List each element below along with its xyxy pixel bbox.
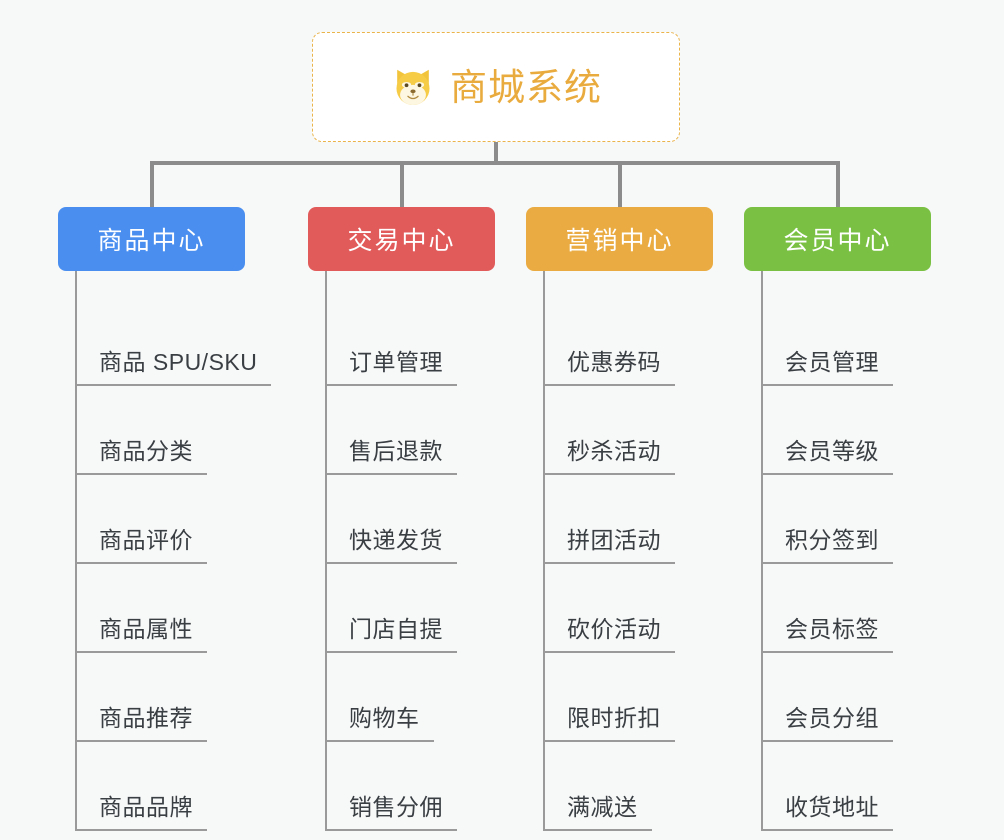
branch-header-label-3: 营销中心 [565, 227, 674, 255]
leaf-list-2: 订单管理 售后退款 快递发货 门店自提 购物车 销售分佣 [308, 271, 495, 831]
branch-spine-3 [543, 271, 545, 831]
leaf-label: 优惠券码 [543, 349, 675, 386]
branch-column-1: 商品中心 商品 SPU/SKU 商品分类 商品评价 商品属性 商品推荐 商品品牌 [58, 207, 272, 831]
leaf-item[interactable]: 砍价活动 [526, 564, 713, 653]
leaf-label: 满减送 [543, 794, 652, 831]
leaf-list-1: 商品 SPU/SKU 商品分类 商品评价 商品属性 商品推荐 商品品牌 [58, 271, 272, 831]
leaf-item[interactable]: 门店自提 [308, 564, 495, 653]
leaf-item[interactable]: 积分签到 [744, 475, 931, 564]
leaf-label: 会员管理 [761, 349, 893, 386]
connector-horizontal-bus [150, 161, 840, 165]
branch-header-label-1: 商品中心 [97, 227, 206, 255]
branch-header-label-2: 交易中心 [347, 227, 456, 255]
leaf-label: 砍价活动 [543, 616, 675, 653]
leaf-item[interactable]: 秒杀活动 [526, 386, 713, 475]
leaf-label: 秒杀活动 [543, 438, 675, 475]
leaf-label: 商品属性 [75, 616, 207, 653]
leaf-label: 限时折扣 [543, 705, 675, 742]
leaf-label: 快递发货 [325, 527, 457, 564]
branch-spine-4 [761, 271, 763, 831]
connector-root-stem [494, 142, 498, 164]
leaf-item[interactable]: 商品评价 [58, 475, 271, 564]
branch-header-4[interactable]: 会员中心 [744, 207, 931, 271]
leaf-item[interactable]: 商品推荐 [58, 653, 271, 742]
leaf-item[interactable]: 售后退款 [308, 386, 495, 475]
branch-spine-2 [325, 271, 327, 831]
branch-column-4: 会员中心 会员管理 会员等级 积分签到 会员标签 会员分组 收货地址 [744, 207, 931, 831]
leaf-label: 会员标签 [761, 616, 893, 653]
leaf-label: 会员等级 [761, 438, 893, 475]
root-title: 商城系统 [450, 66, 602, 108]
leaf-item[interactable]: 商品品牌 [58, 742, 271, 831]
connector-drop-2 [400, 161, 404, 209]
leaf-label: 购物车 [325, 705, 434, 742]
leaf-label: 订单管理 [325, 349, 457, 386]
leaf-list-3: 优惠券码 秒杀活动 拼团活动 砍价活动 限时折扣 满减送 [526, 271, 713, 831]
root-node[interactable]: 商城系统 [312, 32, 680, 142]
leaf-item[interactable]: 优惠券码 [526, 297, 713, 386]
leaf-label: 积分签到 [761, 527, 893, 564]
branch-header-2[interactable]: 交易中心 [308, 207, 495, 271]
leaf-item[interactable]: 快递发货 [308, 475, 495, 564]
branch-spine-1 [75, 271, 77, 831]
leaf-item[interactable]: 满减送 [526, 742, 713, 831]
branch-header-1[interactable]: 商品中心 [58, 207, 245, 271]
leaf-label: 商品推荐 [75, 705, 207, 742]
leaf-list-4: 会员管理 会员等级 积分签到 会员标签 会员分组 收货地址 [744, 271, 931, 831]
leaf-label: 商品评价 [75, 527, 207, 564]
leaf-item[interactable]: 收货地址 [744, 742, 931, 831]
leaf-item[interactable]: 订单管理 [308, 297, 495, 386]
leaf-item[interactable]: 会员等级 [744, 386, 931, 475]
connector-drop-1 [150, 161, 154, 209]
leaf-label: 收货地址 [761, 794, 893, 831]
connector-drop-4 [836, 161, 840, 209]
leaf-item[interactable]: 会员管理 [744, 297, 931, 386]
branch-column-2: 交易中心 订单管理 售后退款 快递发货 门店自提 购物车 销售分佣 [308, 207, 495, 831]
leaf-label: 商品 SPU/SKU [75, 349, 272, 386]
leaf-label: 拼团活动 [543, 527, 675, 564]
connector-drop-3 [618, 161, 622, 209]
leaf-label: 门店自提 [325, 616, 457, 653]
dog-face-emoji-icon [390, 64, 436, 110]
branch-header-label-4: 会员中心 [783, 227, 892, 255]
leaf-item[interactable]: 商品 SPU/SKU [58, 297, 272, 386]
leaf-label: 商品分类 [75, 438, 207, 475]
leaf-item[interactable]: 商品分类 [58, 386, 271, 475]
leaf-item[interactable]: 拼团活动 [526, 475, 713, 564]
leaf-label: 售后退款 [325, 438, 457, 475]
leaf-label: 会员分组 [761, 705, 893, 742]
leaf-label: 销售分佣 [325, 794, 457, 831]
leaf-item[interactable]: 限时折扣 [526, 653, 713, 742]
branch-header-3[interactable]: 营销中心 [526, 207, 713, 271]
branch-column-3: 营销中心 优惠券码 秒杀活动 拼团活动 砍价活动 限时折扣 满减送 [526, 207, 713, 831]
leaf-item[interactable]: 会员标签 [744, 564, 931, 653]
leaf-item[interactable]: 商品属性 [58, 564, 271, 653]
leaf-item[interactable]: 购物车 [308, 653, 495, 742]
leaf-label: 商品品牌 [75, 794, 207, 831]
leaf-item[interactable]: 会员分组 [744, 653, 931, 742]
leaf-item[interactable]: 销售分佣 [308, 742, 495, 831]
